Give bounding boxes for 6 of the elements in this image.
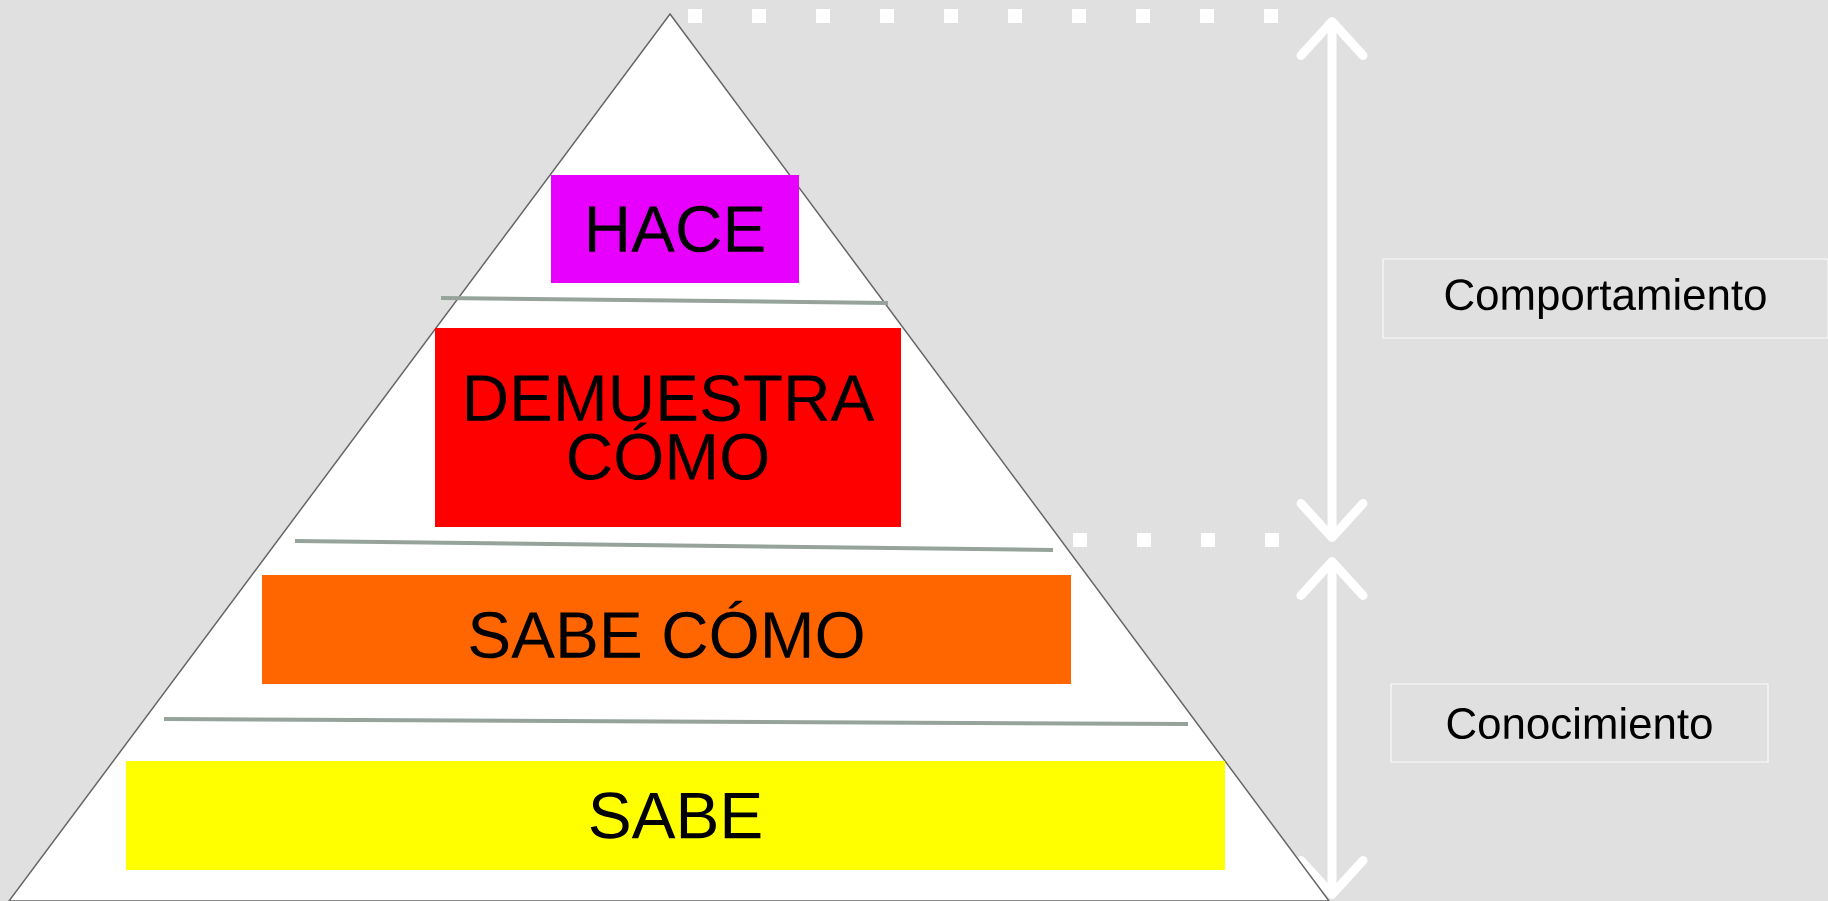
level-box: DEMUESTRA CÓMO (435, 328, 901, 527)
label-box: Conocimiento (1390, 683, 1769, 763)
label-box: Comportamiento (1382, 258, 1828, 339)
level-box: SABE (126, 761, 1225, 870)
level-box: HACE (551, 175, 799, 283)
level-box: SABE CÓMO (262, 575, 1071, 684)
